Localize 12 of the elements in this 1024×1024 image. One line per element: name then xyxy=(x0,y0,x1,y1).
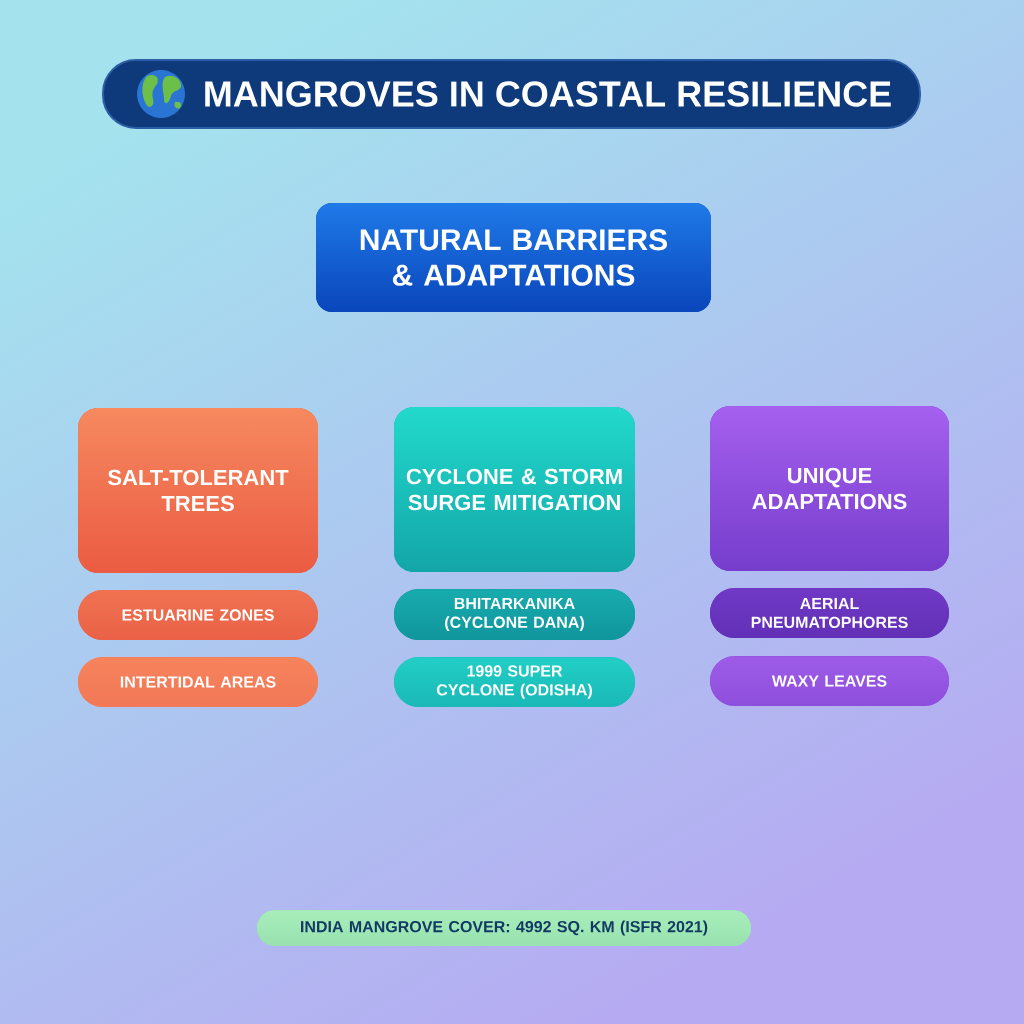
note-pill: INDIA MANGROVE COVER: 4992 SQ. KM (ISFR 2021) xyxy=(257,910,751,946)
category-box: CYCLONE & STORM SURGE MITIGATION xyxy=(394,407,635,572)
category-box: SALT-TOLERANT TREES xyxy=(78,408,318,573)
item-pill: BHITARKANIKA (CYCLONE DANA) xyxy=(394,589,635,640)
item-pill: ESTUARINE ZONES xyxy=(78,590,318,640)
topic-box: NATURAL BARRIERS & ADAPTATIONS xyxy=(316,203,711,312)
item-pill: AERIAL PNEUMATOPHORES xyxy=(710,588,949,638)
title-banner: MANGROVES IN COASTAL RESILIENCE xyxy=(102,59,921,129)
item-pill: WAXY LEAVES xyxy=(710,656,949,706)
item-pill: INTERTIDAL AREAS xyxy=(78,657,318,707)
item-pill: 1999 SUPER CYCLONE (ODISHA) xyxy=(394,657,635,707)
category-box: UNIQUE ADAPTATIONS xyxy=(710,406,949,571)
